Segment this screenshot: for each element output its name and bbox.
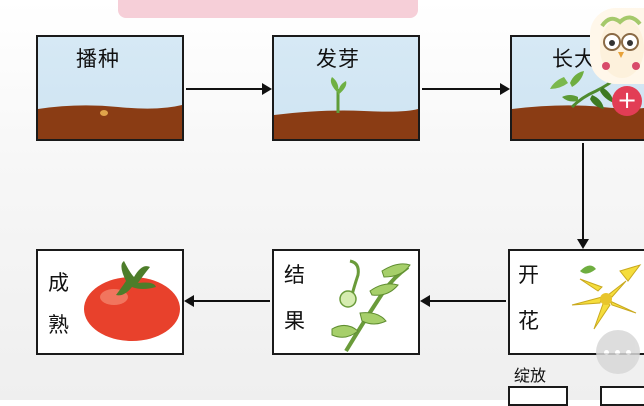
flower-icon — [571, 264, 642, 330]
sprout-icon — [274, 77, 418, 139]
stage-fruit-label-1: 结 — [284, 263, 306, 287]
stage-flower-label-2: 花 — [518, 309, 540, 333]
stage-grow-label: 长大 — [552, 47, 596, 71]
soil-illustration — [38, 105, 182, 139]
stage-ripe-label-2: 熟 — [48, 313, 70, 337]
tomato-icon — [84, 261, 180, 341]
user-avatar[interactable] — [590, 8, 644, 84]
stage-sprout-card: 发芽 — [272, 35, 420, 141]
arrow-fruit-to-ripe — [184, 295, 270, 307]
bloom-caption: 绽放 — [514, 366, 547, 385]
add-button[interactable]: + — [612, 86, 642, 116]
more-icon-dot-2 — [615, 350, 620, 355]
title-banner — [118, 0, 418, 18]
stage-fruit-label-2: 果 — [284, 309, 306, 333]
plus-icon: + — [616, 86, 638, 114]
more-icon-dot-3 — [626, 350, 631, 355]
stage-sow-label: 播种 — [76, 47, 120, 71]
stage-fruit-card: 结 果 — [272, 249, 420, 355]
owl-avatar-icon — [600, 15, 644, 78]
arrow-grow-to-flower — [577, 143, 589, 249]
stage-flower-label-1: 开 — [518, 263, 540, 287]
arrow-sow-to-sprout — [186, 83, 272, 95]
more-button[interactable] — [596, 330, 640, 374]
bloom-image-box — [508, 386, 568, 406]
stage-sprout-label: 发芽 — [316, 47, 360, 71]
arrow-flower-to-fruit — [420, 295, 506, 307]
stage-sow-card: 播种 — [36, 35, 184, 141]
seed-icon — [100, 110, 108, 116]
stage-ripe-card: 成 熟 — [36, 249, 184, 355]
second-image-box — [600, 386, 644, 406]
more-icon-dot-1 — [604, 350, 609, 355]
arrow-sprout-to-grow — [422, 83, 510, 95]
stage-ripe-label-1: 成 — [48, 271, 70, 295]
fruiting-branch-icon — [331, 259, 411, 353]
